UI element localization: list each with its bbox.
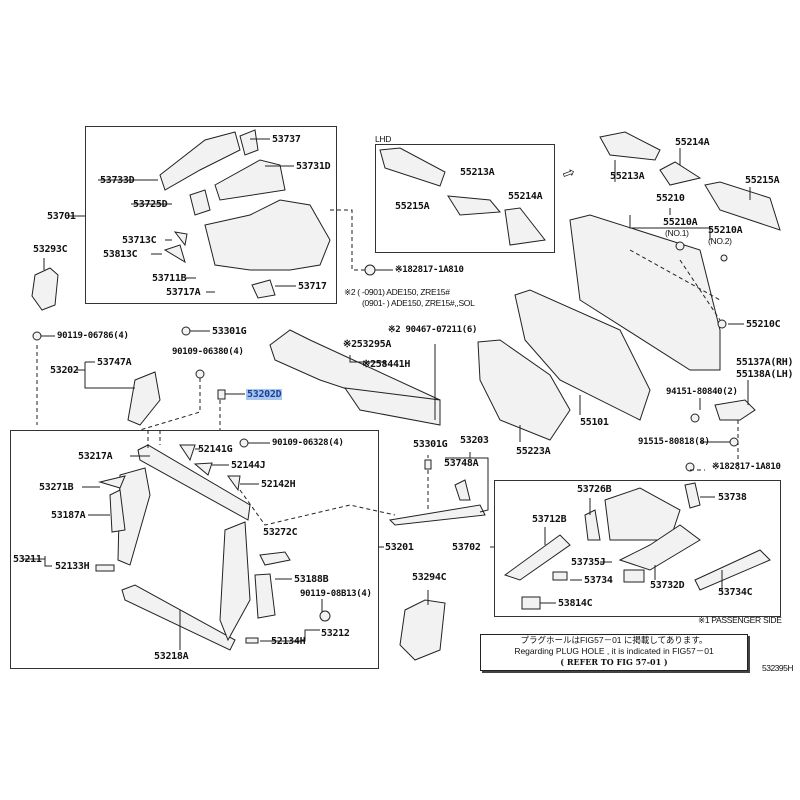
footnote-2-line2: (0901- ) ADE150, ZRE15#,,SOL	[362, 298, 475, 308]
part-label[interactable]: 53293C	[33, 244, 68, 255]
part-label[interactable]: 55214A	[675, 137, 710, 148]
part-label[interactable]: 53711B	[152, 273, 187, 284]
part-label[interactable]: 90119-06786(4)	[57, 331, 129, 341]
part-label[interactable]: 55137A(RH)	[736, 357, 794, 368]
part-label[interactable]: 55138A(LH)	[736, 369, 794, 380]
part-label[interactable]: 55223A	[516, 446, 551, 457]
part-label[interactable]: ※182817-1A810	[395, 265, 464, 275]
part-label[interactable]: 53188B	[294, 574, 329, 585]
diagram-id: 532395H	[762, 663, 794, 673]
part-label[interactable]: 55210C	[746, 319, 781, 330]
part-label[interactable]: 55210A	[708, 225, 743, 236]
part-label[interactable]: ※2 90467-07211(6)	[388, 325, 478, 335]
part-label[interactable]: 53747A	[97, 357, 132, 368]
plug-hole-note: プラグホールはFIG57－01 に掲載してあります。 Regarding PLU…	[480, 634, 748, 671]
part-label[interactable]: 55213A	[610, 171, 645, 182]
part-label[interactable]: 55215A	[745, 175, 780, 186]
part-label[interactable]: 53735J	[571, 557, 606, 568]
part-label[interactable]: 53187A	[51, 510, 86, 521]
part-label[interactable]: 53301G	[212, 326, 247, 337]
note-line-jp: プラグホールはFIG57－01 に掲載してあります。	[520, 635, 708, 645]
part-label[interactable]: 52141G	[198, 444, 233, 455]
passenger-side-note: ※1 PASSENGER SIDE	[698, 615, 782, 625]
part-label-highlighted[interactable]: 53202D	[246, 389, 283, 400]
group-box-53201	[10, 430, 379, 669]
part-label[interactable]: 53737	[272, 134, 301, 145]
note-reference-link[interactable]: ( REFER TO FIG 57-01 )	[560, 657, 668, 667]
part-label[interactable]: 55101	[580, 417, 609, 428]
part-label[interactable]: 55213A	[460, 167, 495, 178]
part-label[interactable]: 53212	[321, 628, 350, 639]
lhd-label: LHD	[375, 134, 392, 144]
group-box-lhd	[375, 144, 555, 253]
part-label[interactable]: 55215A	[395, 201, 430, 212]
group-box-53701	[85, 126, 337, 304]
part-label[interactable]: 53301G	[413, 439, 448, 450]
part-label[interactable]: 91515-80818(8)	[638, 437, 710, 447]
group-box-53702	[494, 480, 781, 617]
part-label[interactable]: 94151-80840(2)	[666, 387, 738, 397]
part-label[interactable]: 53701	[47, 211, 76, 222]
part-label[interactable]: 53734	[584, 575, 613, 586]
part-label[interactable]: 90109-06380(4)	[172, 347, 244, 357]
part-label[interactable]: 53814C	[558, 598, 593, 609]
part-label[interactable]: 53202	[50, 365, 79, 376]
part-label[interactable]: ※253295A	[343, 339, 392, 350]
part-label[interactable]: 53726B	[577, 484, 612, 495]
part-label[interactable]: ※182817-1A810	[712, 462, 781, 472]
part-label[interactable]: 53731D	[296, 161, 331, 172]
part-label[interactable]: 55214A	[508, 191, 543, 202]
part-label[interactable]: 53717A	[166, 287, 201, 298]
part-label[interactable]: 53294C	[412, 572, 447, 583]
part-label[interactable]: 52142H	[261, 479, 296, 490]
part-label[interactable]: 53217A	[78, 451, 113, 462]
part-label[interactable]: 53211	[13, 554, 42, 565]
part-label[interactable]: 90119-08B13(4)	[300, 589, 372, 599]
part-label[interactable]: 53712B	[532, 514, 567, 525]
part-label[interactable]: 52133H	[55, 561, 90, 572]
part-label[interactable]: 53702	[452, 542, 481, 553]
part-label[interactable]: ※258441H	[362, 359, 411, 370]
part-label[interactable]: 52144J	[231, 460, 266, 471]
part-note: (NO.2)	[708, 236, 732, 246]
part-label[interactable]: 53272C	[263, 527, 298, 538]
part-label[interactable]: 53725D	[133, 199, 168, 210]
part-label[interactable]: 53201	[385, 542, 414, 553]
part-label[interactable]: 55210A	[663, 217, 698, 228]
part-label[interactable]: 53732D	[650, 580, 685, 591]
part-label[interactable]: 53218A	[154, 651, 189, 662]
part-label[interactable]: 53733D	[100, 175, 135, 186]
footnote-2-line1: ※2 ( -0901) ADE150, ZRE15#	[344, 287, 450, 297]
part-label[interactable]: 52134H	[271, 636, 306, 647]
part-label[interactable]: 53734C	[718, 587, 753, 598]
part-label[interactable]: 53717	[298, 281, 327, 292]
part-label[interactable]: 53738	[718, 492, 747, 503]
part-label[interactable]: 53713C	[122, 235, 157, 246]
part-label[interactable]: 53813C	[103, 249, 138, 260]
note-line-en: Regarding PLUG HOLE , it is indicated in…	[514, 646, 714, 656]
part-label[interactable]: 53271B	[39, 482, 74, 493]
part-label[interactable]: 53203	[460, 435, 489, 446]
part-note: (NO.1)	[665, 228, 689, 238]
part-label[interactable]: 90109-06328(4)	[272, 438, 344, 448]
part-label[interactable]: 53748A	[444, 458, 479, 469]
part-label[interactable]: 55210	[656, 193, 685, 204]
